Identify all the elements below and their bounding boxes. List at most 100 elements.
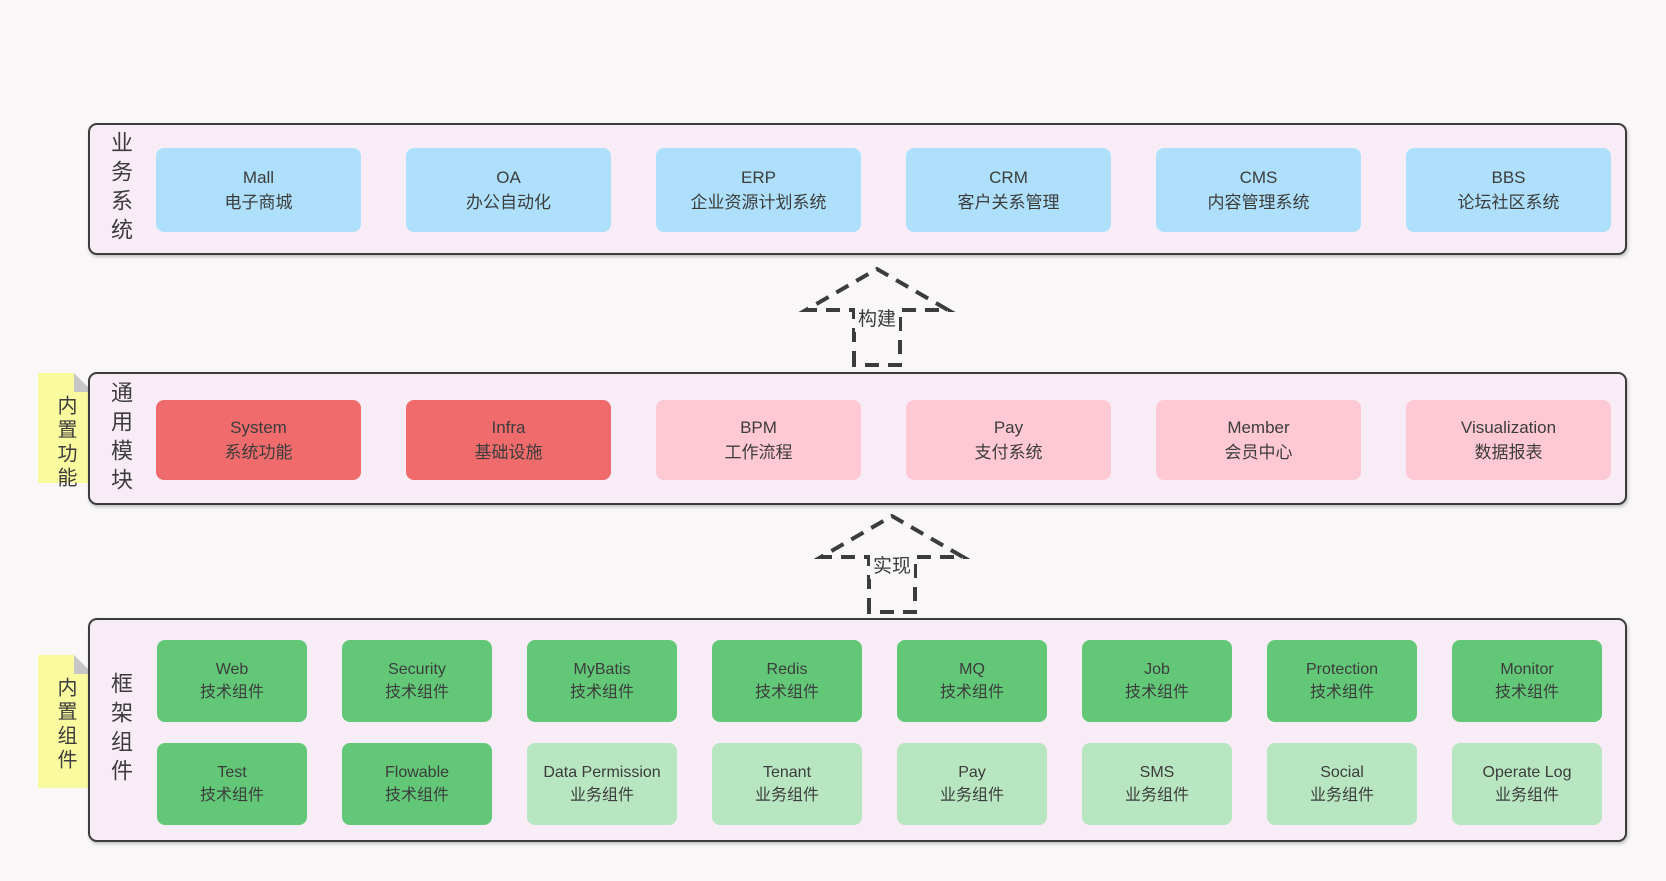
box-subtitle: 企业资源计划系统: [690, 193, 827, 212]
box-subtitle: 业务组件: [1309, 787, 1374, 804]
box-sms: SMS 业务组件: [1082, 743, 1232, 825]
sticky-note-builtin-features: 内置功能: [38, 373, 93, 491]
box-title: Mall: [242, 168, 275, 187]
box-title: BPM: [740, 418, 777, 437]
common-modules-panel: 通用模块 System 系统功能 Infra 基础设施 BPM 工作流程 Pay…: [88, 372, 1627, 505]
panel-label-components: 框架组件: [108, 672, 133, 788]
panel-label-modules: 通用模块: [108, 380, 133, 497]
box-title: SMS: [1139, 764, 1175, 781]
box-subtitle: 支付系统: [974, 443, 1043, 462]
box-title: Monitor: [1500, 661, 1554, 678]
arrow-build: 构建: [797, 263, 957, 367]
box-subtitle: 业务组件: [1124, 787, 1189, 804]
framework-components-panel: 框架组件 Web 技术组件 Security 技术组件 MyBatis 技术组件…: [88, 618, 1627, 842]
box-web: Web 技术组件: [157, 640, 307, 722]
box-subtitle: 技术组件: [1309, 684, 1374, 701]
box-subtitle: 技术组件: [569, 684, 634, 701]
box-title: Data Permission: [543, 764, 661, 781]
panel-label-business: 业务系统: [108, 131, 133, 247]
box-member: Member 会员中心: [1156, 400, 1361, 480]
box-subtitle: 技术组件: [1124, 684, 1189, 701]
box-title: Protection: [1305, 661, 1379, 678]
box-title: BBS: [1491, 168, 1526, 187]
box-subtitle: 技术组件: [939, 684, 1004, 701]
box-visualization: Visualization 数据报表: [1406, 400, 1611, 480]
box-title: System: [230, 418, 287, 437]
box-subtitle: 技术组件: [199, 684, 264, 701]
box-title: Operate Log: [1482, 764, 1572, 781]
box-title: Pay: [958, 764, 986, 781]
box-infra: Infra 基础设施: [406, 400, 611, 480]
box-redis: Redis 技术组件: [712, 640, 862, 722]
box-bpm: BPM 工作流程: [656, 400, 861, 480]
box-security: Security 技术组件: [342, 640, 492, 722]
box-subtitle: 业务组件: [569, 787, 634, 804]
box-title: MyBatis: [573, 661, 631, 678]
box-operate-log: Operate Log 业务组件: [1452, 743, 1602, 825]
box-title: Flowable: [384, 764, 450, 781]
sticky-note-builtin-components: 内置组件: [38, 655, 93, 788]
box-title: Member: [1227, 418, 1290, 437]
box-data-permission: Data Permission 业务组件: [527, 743, 677, 825]
box-bbs: BBS 论坛社区系统: [1406, 148, 1611, 232]
box-subtitle: 论坛社区系统: [1457, 193, 1560, 212]
box-subtitle: 客户关系管理: [957, 193, 1060, 212]
arrow-build-label: 构建: [854, 303, 900, 332]
arrow-implement: 实现: [812, 510, 972, 614]
box-title: CRM: [989, 168, 1028, 187]
box-title: OA: [496, 168, 521, 187]
box-title: Redis: [766, 661, 808, 678]
box-title: Visualization: [1460, 418, 1557, 437]
box-mq: MQ 技术组件: [897, 640, 1047, 722]
box-subtitle: 技术组件: [384, 684, 449, 701]
components-box-row-1: Web 技术组件 Security 技术组件 MyBatis 技术组件 Redi…: [157, 640, 1602, 722]
box-tenant: Tenant 业务组件: [712, 743, 862, 825]
box-system: System 系统功能: [156, 400, 361, 480]
box-pay-biz: Pay 业务组件: [897, 743, 1047, 825]
box-subtitle: 电子商城: [224, 193, 293, 212]
box-social: Social 业务组件: [1267, 743, 1417, 825]
modules-box-row: System 系统功能 Infra 基础设施 BPM 工作流程 Pay 支付系统…: [156, 400, 1611, 480]
box-pay: Pay 支付系统: [906, 400, 1111, 480]
box-subtitle: 办公自动化: [466, 193, 551, 212]
box-job: Job 技术组件: [1082, 640, 1232, 722]
box-subtitle: 技术组件: [754, 684, 819, 701]
sticky-label: 内置功能: [54, 395, 76, 491]
box-title: Web: [215, 661, 249, 678]
box-title: Test: [217, 764, 247, 781]
box-title: Tenant: [762, 764, 812, 781]
box-title: Job: [1144, 661, 1170, 678]
box-subtitle: 工作流程: [724, 443, 793, 462]
components-box-row-2: Test 技术组件 Flowable 技术组件 Data Permission …: [157, 743, 1602, 825]
arrow-implement-label: 实现: [869, 550, 915, 579]
sticky-label: 内置组件: [54, 677, 76, 773]
box-subtitle: 基础设施: [474, 443, 543, 462]
box-subtitle: 内容管理系统: [1207, 193, 1310, 212]
box-title: Social: [1320, 764, 1364, 781]
box-title: ERP: [741, 168, 776, 187]
box-test: Test 技术组件: [157, 743, 307, 825]
box-erp: ERP 企业资源计划系统: [656, 148, 861, 232]
box-subtitle: 会员中心: [1224, 443, 1293, 462]
box-protection: Protection 技术组件: [1267, 640, 1417, 722]
box-mybatis: MyBatis 技术组件: [527, 640, 677, 722]
box-title: MQ: [959, 661, 985, 678]
box-subtitle: 数据报表: [1474, 443, 1543, 462]
box-subtitle: 技术组件: [1494, 684, 1559, 701]
box-subtitle: 业务组件: [754, 787, 819, 804]
box-subtitle: 业务组件: [1494, 787, 1559, 804]
box-crm: CRM 客户关系管理: [906, 148, 1111, 232]
box-title: CMS: [1239, 168, 1278, 187]
box-flowable: Flowable 技术组件: [342, 743, 492, 825]
box-subtitle: 技术组件: [384, 787, 449, 804]
box-title: Security: [388, 661, 446, 678]
box-subtitle: 技术组件: [199, 787, 264, 804]
box-title: Infra: [491, 418, 526, 437]
box-subtitle: 系统功能: [224, 443, 293, 462]
box-title: Pay: [993, 418, 1024, 437]
box-monitor: Monitor 技术组件: [1452, 640, 1602, 722]
box-cms: CMS 内容管理系统: [1156, 148, 1361, 232]
business-box-row: Mall 电子商城 OA 办公自动化 ERP 企业资源计划系统 CRM 客户关系…: [156, 148, 1611, 232]
box-oa: OA 办公自动化: [406, 148, 611, 232]
